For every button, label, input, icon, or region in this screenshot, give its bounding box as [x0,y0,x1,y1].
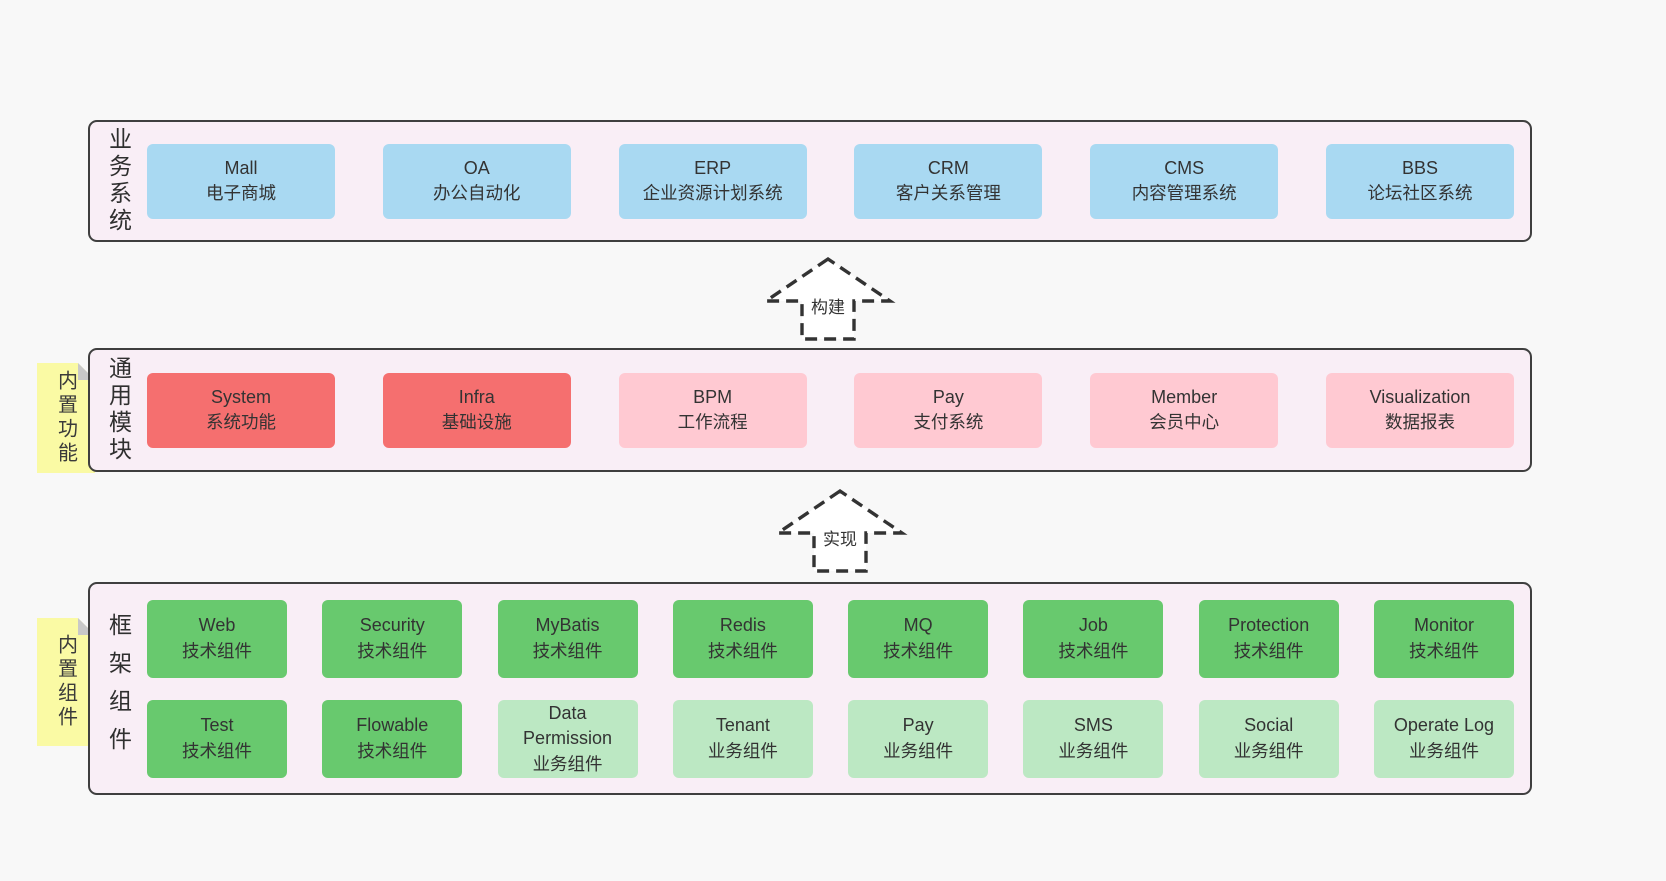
node-flowable: Flowable 技术组件 [322,699,463,778]
node-mybatis: MyBatis 技术组件 [497,599,638,678]
node-bpm: BPM 工作流程 [618,372,807,448]
modules-boxes-area: System 系统功能 Infra 基础设施 BPM 工作流程 Pay 支付系统… [147,350,1530,470]
node-member: Member 会员中心 [1090,372,1279,448]
node-infra: Infra 基础设施 [382,372,571,448]
node-pay-system: Pay 支付系统 [854,372,1043,448]
sticky-built-in-components: 内置组件 [37,618,95,746]
layer-business-systems: 业务系统 Mall 电子商城 OA 办公自动化 ERP 企业资源计划系统 CRM… [88,120,1532,242]
node-security: Security 技术组件 [322,599,463,678]
layer-label-modules: 通用模块 [105,356,132,464]
node-crm: CRM 客户关系管理 [854,143,1043,219]
node-test: Test 技术组件 [147,699,287,778]
node-job: Job 技术组件 [1023,599,1164,678]
sticky-built-in-functions: 内置功能 [37,363,95,473]
node-data-permission: Data Permission 业务组件 [497,699,638,778]
node-social: Social 业务组件 [1198,699,1339,778]
arrow-build-label: 构建 [806,292,850,319]
node-redis: Redis 技术组件 [672,599,813,678]
node-erp: ERP 企业资源计划系统 [618,143,807,219]
layer-label-business: 业务系统 [105,127,132,235]
node-protection: Protection 技术组件 [1198,599,1339,678]
framework-boxes-area: Web 技术组件 Security 技术组件 MyBatis 技术组件 Redi… [147,584,1530,793]
node-tenant: Tenant 业务组件 [672,699,813,778]
node-oa: OA 办公自动化 [382,143,571,219]
node-sms: SMS 业务组件 [1023,699,1164,778]
node-bbs: BBS 论坛社区系统 [1325,143,1514,219]
node-operate-log: Operate Log 业务组件 [1373,699,1514,778]
arrow-implement-icon: 实现 [772,487,908,575]
arrow-implement-label: 实现 [818,524,862,551]
arrow-build-icon: 构建 [760,255,896,343]
node-pay-component: Pay 业务组件 [848,699,989,778]
node-mall: Mall 电子商城 [147,143,335,219]
layer-framework-components: 框架组件 Web 技术组件 Security 技术组件 MyBatis 技术组件… [88,582,1532,795]
node-mq: MQ 技术组件 [848,599,989,678]
node-monitor: Monitor 技术组件 [1373,599,1514,678]
node-system: System 系统功能 [147,372,335,448]
layer-label-framework: 框架组件 [105,612,132,765]
node-visualization: Visualization 数据报表 [1325,372,1514,448]
node-cms: CMS 内容管理系统 [1090,143,1279,219]
business-boxes-area: Mall 电子商城 OA 办公自动化 ERP 企业资源计划系统 CRM 客户关系… [147,122,1530,240]
layer-common-modules: 通用模块 System 系统功能 Infra 基础设施 BPM 工作流程 Pay… [88,348,1532,472]
node-web: Web 技术组件 [147,599,287,678]
